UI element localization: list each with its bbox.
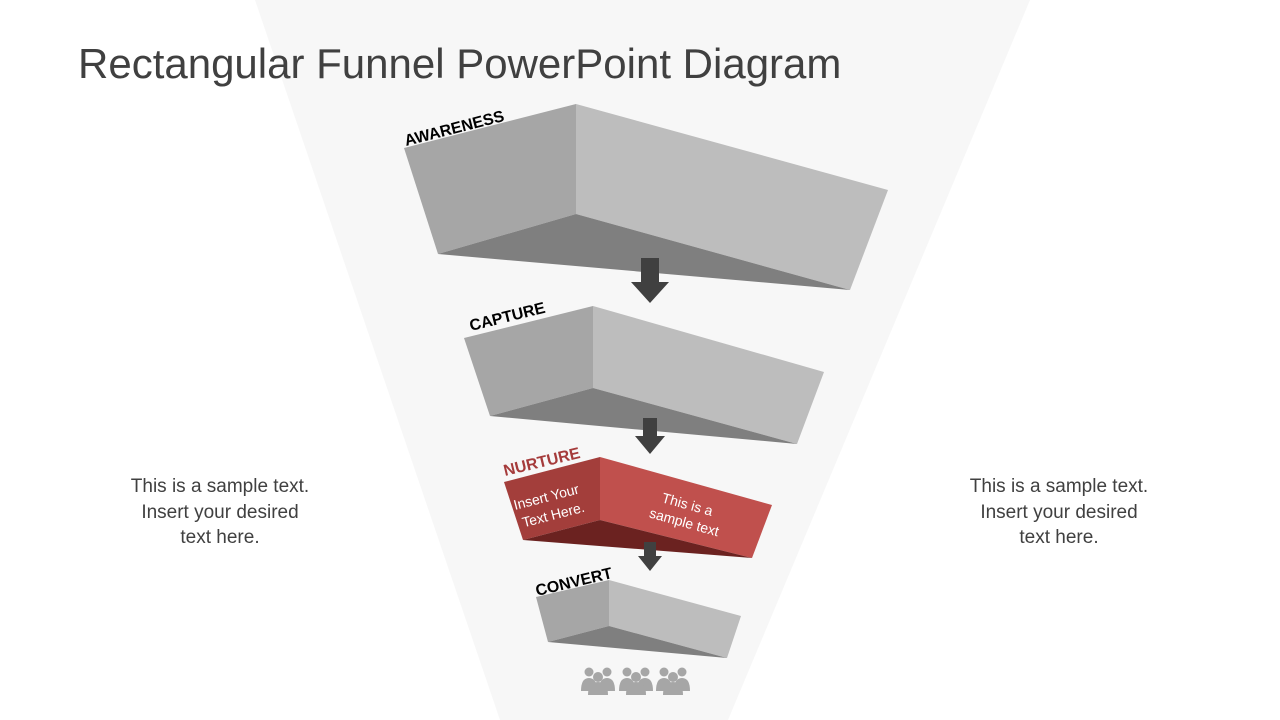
side-text-line: text here. [180,527,260,548]
block-front-face [593,306,824,444]
side-text-line: Insert your desired [141,501,299,523]
block-left-face [504,457,600,540]
block-bottom-face [490,388,797,444]
block-front-face [600,457,772,558]
block-left-face [536,580,609,642]
block-front-face [609,580,741,658]
block-bottom-face [548,626,727,658]
people-group-icon [656,667,690,695]
people-group-icon [619,667,653,695]
stage-block-capture [464,306,824,444]
stage-block-convert [536,580,741,658]
side-text-right: This is a sample text. Insert your desir… [939,474,1179,551]
block-front-face [576,104,888,290]
slide-title: Rectangular Funnel PowerPoint Diagram [78,40,842,87]
arrow-down-icon [631,258,669,303]
side-text-line: text here. [1019,527,1099,548]
stage-block-nurture [504,457,772,558]
people-group-icon [581,667,615,695]
block-bottom-face [523,520,752,558]
side-text-line: This is a sample text. [969,476,1149,497]
side-text-left: This is a sample text. Insert your desir… [100,474,340,551]
arrow-down-icon [638,542,662,571]
block-left-face [404,104,576,254]
side-text-line: Insert your desired [980,501,1138,523]
arrow-down-icon [635,418,665,454]
side-text-line: This is a sample text. [130,476,310,497]
block-left-face [464,306,593,416]
block-bottom-face [438,214,850,290]
stage-block-awareness [404,104,888,290]
